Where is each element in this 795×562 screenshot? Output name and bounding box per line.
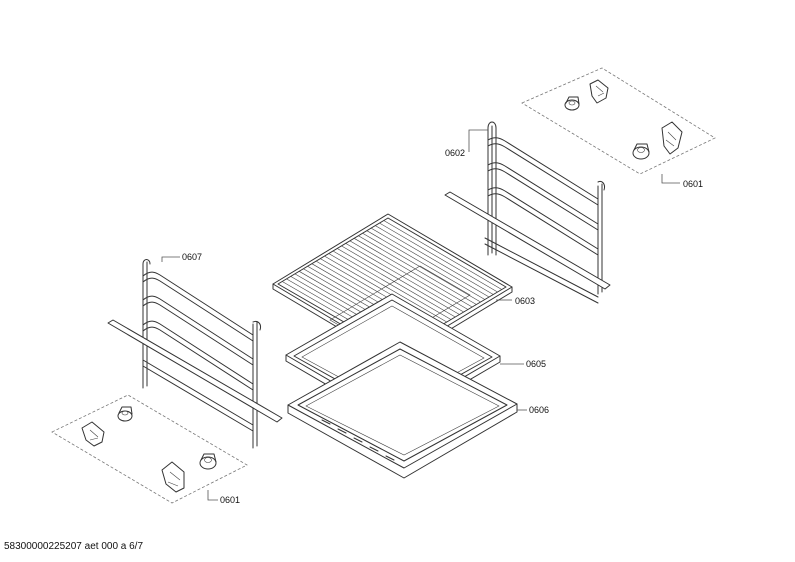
- wire-rack-bar: [341, 245, 460, 315]
- deep-pan: 0606: [287, 341, 549, 479]
- wire-rack-bar: [366, 230, 485, 300]
- support-clip-top-b: [661, 121, 683, 155]
- vent-slot: [337, 428, 347, 434]
- support-knob-top: [564, 96, 580, 111]
- side-rack-right: 0602: [444, 121, 611, 304]
- label-0601-bottom: 0601: [220, 495, 240, 505]
- accessory-group-top-right: 0601: [521, 67, 716, 189]
- label-0603: 0603: [515, 296, 535, 306]
- label-0601-top: 0601: [683, 179, 703, 189]
- label-0606: 0606: [529, 405, 549, 415]
- wire-rack-bar: [370, 227, 490, 298]
- document-id: 58300000225207 aet 000 a 6/7: [4, 541, 144, 552]
- wire-rack-bar: [332, 250, 452, 320]
- wire-rack-bar: [375, 225, 494, 295]
- support-knob-bottom-a: [117, 406, 133, 422]
- label-0605: 0605: [526, 359, 546, 369]
- deep-pan-vent-slots: [321, 419, 395, 461]
- support-clip-top-a: [589, 79, 609, 104]
- accessory-group-bottom-left: 0601: [51, 394, 248, 505]
- wire-rack-bar: [358, 235, 477, 305]
- support-clip-bottom-a: [81, 421, 105, 447]
- wire-rack-bar: [354, 238, 473, 308]
- wire-rack-bar: [345, 243, 464, 313]
- support-clip-bottom-b: [161, 461, 185, 493]
- label-0602: 0602: [445, 148, 465, 158]
- wire-rack-bar: [383, 220, 502, 290]
- support-knob-bottom-b: [199, 453, 217, 470]
- wire-rack-bar: [362, 232, 481, 303]
- side-rack-left: 0607: [107, 252, 283, 449]
- wire-rack-bar: [349, 240, 469, 310]
- vent-slot: [321, 419, 331, 425]
- label-0607: 0607: [182, 252, 202, 262]
- wire-rack-bar: [379, 222, 498, 293]
- wire-rack-bar: [337, 248, 456, 318]
- support-knob-top-b: [632, 143, 650, 160]
- vent-slot: [385, 455, 395, 461]
- wire-rack-bar: [328, 253, 447, 323]
- vent-slot: [353, 437, 363, 443]
- vent-slot: [369, 446, 379, 452]
